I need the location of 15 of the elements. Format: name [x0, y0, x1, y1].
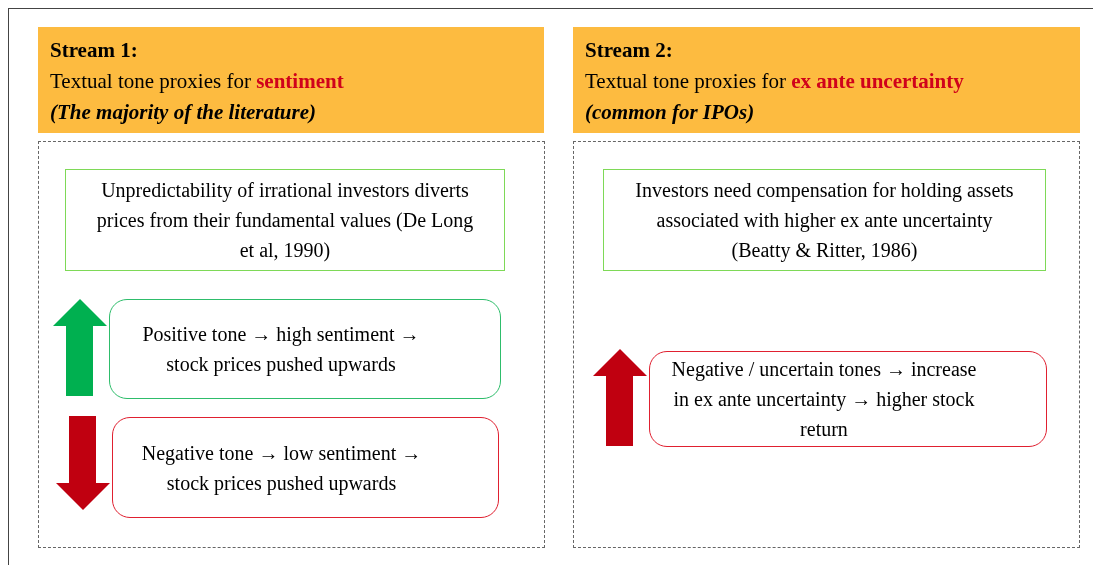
premise-box: Unpredictability of irrational investors diverts prices from their fundamental values (De Long et al, 1990) [65, 169, 505, 271]
outcome-box: Negative / uncertain tones → increase in ex ante uncertainty → higher stock return [649, 351, 1047, 447]
stream-header [38, 27, 544, 133]
stream-description: Textual tone proxies for sentiment [50, 68, 345, 95]
outcome-box: Negative tone → low sentiment → stock prices pushed upwards [112, 417, 499, 518]
scope-note: (The majority of the literature) [50, 99, 317, 126]
dashed-panel [573, 141, 1080, 548]
scope-note: (common for IPOs) [585, 99, 756, 126]
stream-description: Textual tone proxies for ex ante uncertainty [585, 68, 965, 95]
stream-title: Stream 2: [585, 37, 674, 64]
outcome-box: Positive tone → high sentiment → stock prices pushed upwards [109, 299, 501, 399]
stream-header [573, 27, 1080, 133]
premise-box: Investors need compensation for holding assets associated with higher ex ante uncertainty (Beatty & Ritter, 1986) [603, 169, 1046, 271]
stream-title: Stream 1: [50, 37, 139, 64]
dashed-panel [38, 141, 545, 548]
